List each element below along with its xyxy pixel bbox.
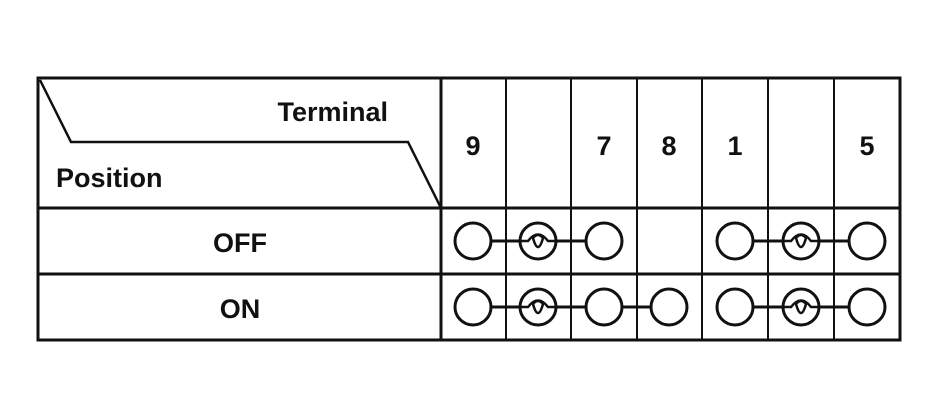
bulb-icon xyxy=(518,287,558,327)
row-label-off: OFF xyxy=(213,228,267,258)
position-header-label: Position xyxy=(56,163,163,193)
row-on-terminals xyxy=(453,287,887,327)
circle-terminal-icon xyxy=(715,221,755,261)
bulb-icon xyxy=(781,221,821,261)
column-header-terminal-9: 9 xyxy=(465,131,480,161)
column-header-terminal-7: 7 xyxy=(596,131,611,161)
circle-terminal-icon xyxy=(649,287,689,327)
column-header-terminal-8: 8 xyxy=(661,131,676,161)
circle-terminal-icon xyxy=(584,287,624,327)
table-grid xyxy=(36,76,902,342)
circle-terminal-icon xyxy=(453,287,493,327)
bulb-icon xyxy=(781,287,821,327)
bulb-icon xyxy=(518,221,558,261)
header-divider-diagonal xyxy=(38,79,443,209)
terminal-header-label: Terminal xyxy=(277,97,388,127)
row-label-on: ON xyxy=(220,294,261,324)
column-headers: 9 7 8 1 5 xyxy=(465,131,874,161)
column-header-terminal-5: 5 xyxy=(859,131,874,161)
circle-terminal-icon xyxy=(453,221,493,261)
circle-terminal-icon xyxy=(715,287,755,327)
circle-terminal-icon xyxy=(584,221,624,261)
column-header-terminal-1: 1 xyxy=(727,131,742,161)
circle-terminal-icon xyxy=(847,221,887,261)
row-off-terminals xyxy=(453,221,887,261)
circle-terminal-icon xyxy=(847,287,887,327)
